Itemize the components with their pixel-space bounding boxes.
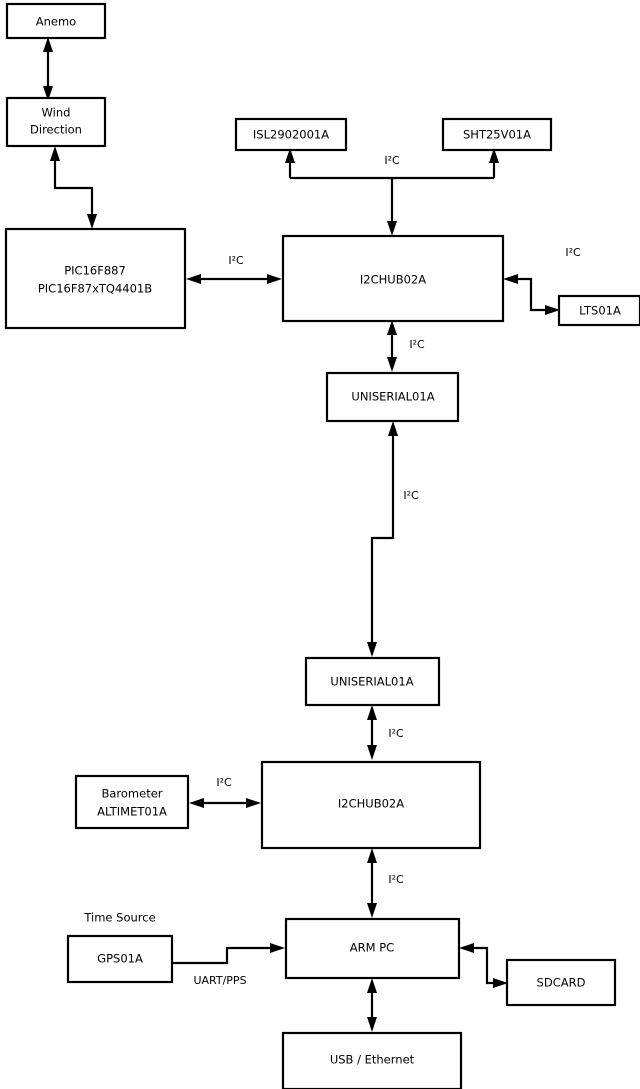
edge-anemo-wind [43, 37, 53, 101]
node-i2chub02a-top[interactable]: I2CHUB02A [281, 234, 505, 323]
node-arm-pc[interactable]: ARM PC [284, 917, 461, 980]
edge-pic-wind [50, 146, 97, 229]
node-label-armpc: ARM PC [350, 941, 394, 955]
edge-armpc-usbeth [367, 978, 377, 1032]
node-label-hub-top: I2CHUB02A [360, 273, 426, 287]
node-label-hub-bottom: I2CHUB02A [338, 797, 404, 811]
edge-label-i2c-top-sensors: I²C [384, 154, 400, 167]
node-gps01a[interactable]: GPS01A [66, 934, 174, 984]
node-label-uniserial-bottom: UNISERIAL01A [330, 675, 413, 689]
node-label-sht: SHT25V01A [463, 128, 531, 142]
edge-armpc-sdcard [459, 943, 508, 988]
node-label-usbeth: USB / Ethernet [330, 1053, 415, 1067]
node-usb-ethernet[interactable]: USB / Ethernet [281, 1031, 463, 1089]
edge-hubtop-sensors [285, 148, 499, 236]
edge-gps-armpc [172, 943, 285, 965]
node-wind-direction[interactable]: Wind Direction [5, 96, 107, 148]
edge-label-i2c-hub-lts: I²C [565, 246, 581, 259]
edge-uniserial-link [367, 421, 398, 657]
node-label-baro-line2: ALTIMET01A [97, 805, 167, 819]
node-pic-mcu[interactable]: PIC16F887 PIC16F87xTQ4401B [4, 227, 187, 330]
edge-baro-hubbot [189, 798, 261, 808]
edge-label-uart-pps: UART/PPS [193, 974, 246, 987]
edge-label-i2c-pic-hub: I²C [228, 254, 244, 267]
node-uniserial01a-bottom[interactable]: UNISERIAL01A [304, 656, 441, 707]
node-lts01a[interactable]: LTS01A [557, 294, 640, 327]
node-isl2902001a[interactable]: ISL2902001A [234, 117, 348, 152]
node-sht25v01a[interactable]: SHT25V01A [441, 117, 553, 152]
edge-uniserialbot-hubbot [367, 705, 377, 760]
node-uniserial01a-top[interactable]: UNISERIAL01A [325, 371, 460, 423]
node-label-gps: GPS01A [97, 952, 143, 966]
node-label-uniserial-top: UNISERIAL01A [351, 390, 434, 404]
node-label-sdcard: SDCARD [537, 976, 586, 990]
node-anemo[interactable]: Anemo [5, 2, 107, 40]
edge-label-i2c-baro-hub: I²C [216, 776, 232, 789]
node-barometer-altimet01a[interactable]: Barometer ALTIMET01A [74, 774, 190, 830]
node-sdcard[interactable]: SDCARD [505, 958, 617, 1007]
node-label-isl: ISL2902001A [253, 128, 329, 142]
node-label-anemo: Anemo [36, 15, 76, 29]
node-label-lts: LTS01A [579, 304, 621, 318]
edge-label-i2c-hub-armpc: I²C [388, 873, 404, 886]
edge-label-i2c-uniserial-hub: I²C [388, 727, 404, 740]
node-label-pic-line2: PIC16F87xTQ4401B [38, 282, 152, 296]
edge-label-i2c-hub-uniserial: I²C [409, 338, 425, 351]
node-label-baro-line1: Barometer [101, 787, 162, 801]
node-label-wind-line2: Direction [30, 123, 82, 137]
edge-pic-hubtop [186, 274, 282, 284]
edge-hubtop-lts [503, 274, 560, 315]
node-i2chub02a-bottom[interactable]: I2CHUB02A [260, 760, 482, 850]
node-label-pic-line1: PIC16F887 [64, 264, 126, 278]
node-label-wind-line1: Wind [42, 106, 71, 120]
edge-hubtop-uniserialtop [387, 320, 397, 372]
label-time-source: Time Source [83, 911, 155, 925]
edge-label-i2c-uniserial-link: I²C [403, 489, 419, 502]
edge-hubbot-armpc [367, 848, 377, 918]
